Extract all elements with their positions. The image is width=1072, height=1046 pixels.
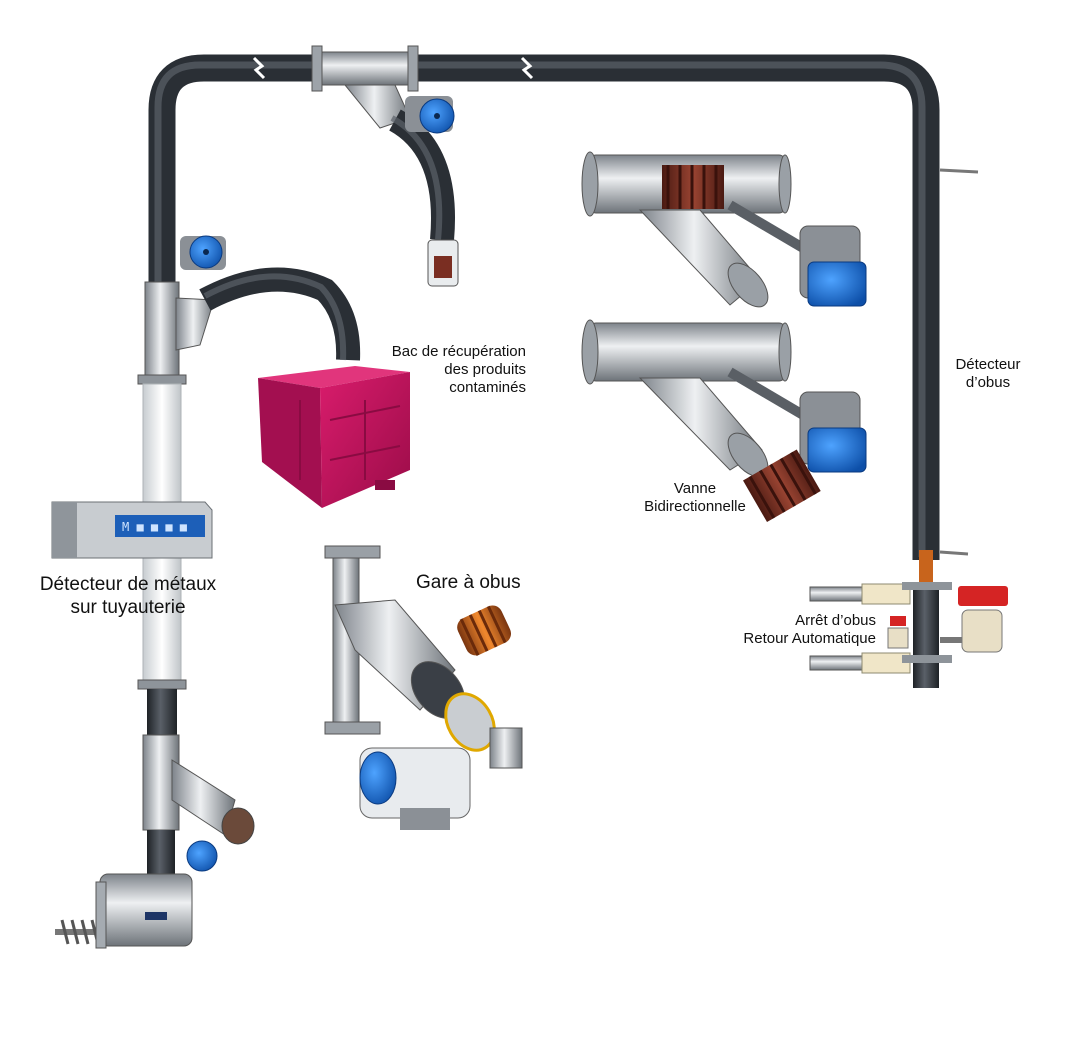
pig-detector-label-line-2: d’obus — [965, 374, 1011, 391]
pig-station-label-line: Gare à obus — [416, 572, 521, 593]
main-pipe — [148, 54, 940, 560]
bidirectional-valve-top — [581, 151, 867, 308]
pig-station-icon — [324, 545, 523, 830]
screw-feeder-icon — [55, 873, 193, 949]
lower-y-valve — [142, 734, 255, 875]
left-y-valve — [137, 267, 361, 385]
white-pipe-segment — [137, 383, 187, 749]
bidirectional-valve-label-line-1: Vanne — [673, 480, 717, 497]
pig-station-label: Gare à obus — [416, 572, 521, 595]
recovery-bin-label: Bac de récupération des produits contami… — [330, 343, 526, 397]
recovery-bin-icon — [258, 366, 410, 508]
pig-stop-label: Arrêt d’obus Retour Automatique — [690, 612, 876, 648]
recovery-bin-label-line-1: Bac de récupération — [391, 343, 526, 360]
top-y-valve — [311, 45, 459, 287]
pig-stop-label-line-2: Retour Automatique — [743, 630, 876, 647]
bidirectional-valve-label: Vanne Bidirectionnelle — [630, 480, 760, 516]
pig-detector-marker — [919, 168, 979, 586]
metal-detector-label: Détecteur de métaux sur tuyauterie — [18, 574, 238, 620]
metal-detector-label-line-2: sur tuyauterie — [70, 596, 186, 618]
pig-detector-label: Détecteur d’obus — [946, 356, 1030, 392]
bidirectional-valve-label-line-2: Bidirectionnelle — [644, 498, 746, 515]
pig-icon — [457, 605, 512, 656]
pig-stop-label-line-1: Arrêt d’obus — [795, 612, 876, 629]
pig-stop-icon — [809, 582, 1008, 688]
actuator-icon — [405, 96, 455, 134]
metal-detector-icon: M ■ ■ ■ ■ — [51, 501, 213, 559]
actuator-icon — [180, 235, 226, 270]
svg-text:M ■ ■ ■ ■: M ■ ■ ■ ■ — [122, 520, 188, 534]
metal-detector-label-line-1: Détecteur de métaux — [39, 574, 217, 595]
bidirectional-valve-bottom — [581, 319, 867, 523]
recovery-bin-label-line-3: contaminés — [449, 379, 526, 396]
recovery-bin-label-line-2: des produits — [444, 361, 526, 378]
pig-detector-label-line-1: Détecteur — [955, 356, 1021, 373]
